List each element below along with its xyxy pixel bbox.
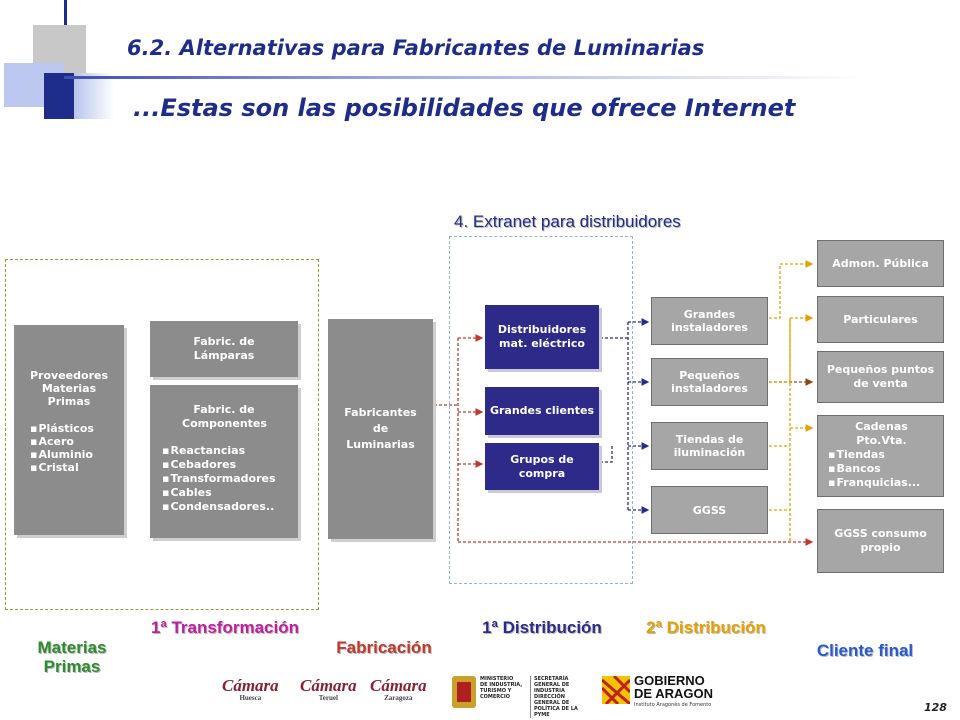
stage-materias: Materias Primas	[37, 638, 107, 676]
list-item: Cables	[162, 486, 292, 500]
grupos-compra-label: Grupos de compra	[510, 452, 574, 480]
proveedores-box: Proveedores Materias Primas Plásticos Ac…	[14, 325, 124, 535]
list-item: Plásticos	[30, 422, 118, 435]
stage-distribucion1: 1ª Distribución	[482, 618, 602, 637]
ggss-consumo-box: GGSS consumo propio	[817, 509, 944, 573]
particulares-box: Particulares	[817, 296, 944, 343]
pequenos-instaladores-label: Pequeños instaladores	[671, 369, 748, 395]
page-title: 6.2. Alternativas para Fabricantes de Lu…	[127, 36, 705, 60]
list-item: Transformadores	[162, 472, 292, 486]
grandes-instaladores-box: Grandes instaladores	[651, 297, 768, 345]
lamparas-box: Fabric. de Lámparas	[150, 321, 298, 377]
list-item: Reactancias	[162, 444, 292, 458]
list-item: Tiendas	[828, 448, 937, 462]
stage-fabricacion: Fabricación	[336, 638, 432, 657]
pequenos-puntos-box: Pequeños puntos de venta	[817, 351, 944, 403]
camara-huesca-logo: Cámara Huesca	[222, 676, 279, 702]
fabricantes-label: Fabricantes de Luminarias	[344, 406, 417, 451]
ggss-label: GGSS	[692, 503, 727, 517]
list-item: Franquicias...	[828, 476, 937, 490]
pequenos-instaladores-box: Pequeños instaladores	[651, 358, 768, 406]
list-item: Cebadores	[162, 458, 292, 472]
componentes-box: Fabric. de Componentes Reactancias Cebad…	[150, 385, 298, 538]
admon-label: Admon. Pública	[832, 257, 929, 270]
distribuidores-label: Distribuidores mat. eléctrico	[497, 323, 587, 350]
pequenos-puntos-label: Pequeños puntos de venta	[826, 363, 935, 390]
list-item: Cristal	[30, 461, 118, 474]
proveedores-title: Proveedores Materias Primas	[30, 369, 108, 408]
grupos-compra-box: Grupos de compra	[485, 443, 599, 490]
grandes-clientes-box: Grandes clientes	[485, 387, 599, 435]
ggss-consumo-label: GGSS consumo propio	[834, 527, 927, 554]
page-number: 128	[924, 701, 947, 714]
page-subtitle: ...Estas son las posibilidades que ofrec…	[133, 94, 796, 122]
fabricantes-box: Fabricantes de Luminarias	[328, 319, 433, 539]
distribuidores-box: Distribuidores mat. eléctrico	[485, 305, 599, 369]
stage-cliente: Cliente final	[816, 641, 914, 660]
extranet-label: 4. Extranet para distribuidores	[454, 212, 681, 231]
camara-zaragoza-logo: Cámara Zaragoza	[370, 676, 427, 702]
cadenas-title: Cadenas Pto.Vta.	[855, 420, 908, 447]
list-item: Condensadores..	[162, 500, 292, 514]
admon-box: Admon. Pública	[817, 240, 944, 287]
tiendas-iluminacion-label: Tiendas de iluminación	[673, 433, 746, 459]
lamparas-label: Fabric. de Lámparas	[193, 335, 255, 362]
cadenas-box: Cadenas Pto.Vta. Tiendas Bancos Franquic…	[817, 415, 944, 497]
list-item: Bancos	[828, 462, 937, 476]
particulares-label: Particulares	[843, 313, 918, 326]
camara-teruel-logo: Cámara Teruel	[300, 676, 357, 702]
list-item: Aluminio	[30, 448, 118, 461]
list-item: Acero	[30, 435, 118, 448]
extranet-region	[449, 236, 633, 584]
componentes-title: Fabric. de Componentes	[182, 403, 267, 430]
stage-transformacion: 1ª Transformación	[150, 618, 299, 637]
logos-bar: Cámara Huesca Cámara Teruel Cámara Zarag…	[214, 672, 724, 718]
tiendas-iluminacion-box: Tiendas de iluminación	[651, 422, 768, 470]
ggss-box: GGSS	[651, 486, 768, 534]
grandes-clientes-label: Grandes clientes	[489, 404, 595, 417]
grandes-instaladores-label: Grandes instaladores	[671, 308, 748, 334]
stage-distribucion2: 2ª Distribución	[646, 618, 766, 637]
materias-region	[5, 259, 319, 610]
